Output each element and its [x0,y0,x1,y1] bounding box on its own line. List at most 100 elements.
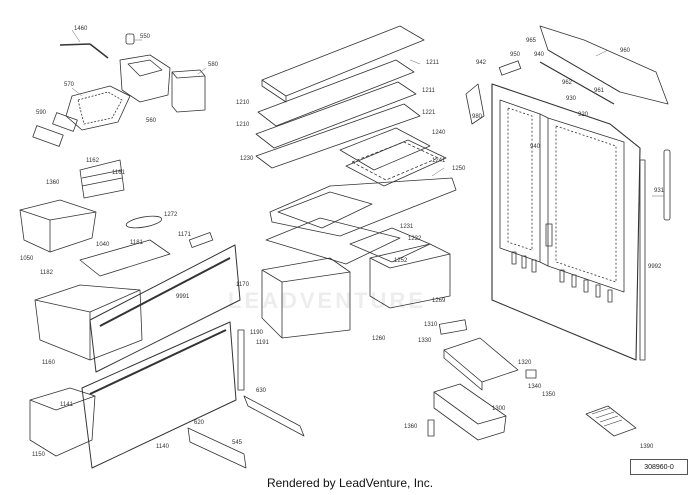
watermark-text: LEADVENTURE [228,288,427,313]
callout: 1232 [408,236,422,242]
leader [431,167,445,177]
callout: 630 [256,388,267,394]
rail-line-2 [81,177,123,187]
shelf-top-edge [261,80,287,103]
callout: 1272 [164,212,178,218]
callout: 980 [472,114,483,120]
door-bin-group [427,319,637,441]
crisper-drawer-left [261,257,351,339]
callout: 942 [476,60,487,66]
callout: 1210 [236,100,250,106]
callout: 1161 [112,170,126,176]
drawer-slide-bar [243,395,305,437]
vent-slot [511,251,517,265]
callout: 965 [526,38,537,44]
leader [197,67,207,75]
ice-maker-top [127,59,163,77]
freezer-drawers-group [19,159,305,469]
bin-clip [438,319,468,335]
ice-mold-tray [65,85,131,131]
callout: 1211 [422,88,436,94]
crisper-drawer-right [369,243,451,309]
callout: 1160 [42,360,56,366]
door-liner-right [555,125,617,283]
callout: 1231 [400,224,414,230]
glass-shelf-top [261,25,425,97]
crisper-right-rim [369,253,451,269]
callout: 1050 [20,256,34,262]
callout: 960 [620,48,631,54]
vent-slot [583,279,589,293]
leader [71,87,83,97]
bin-stopper [525,369,537,379]
drawer-slide-clip [188,232,214,248]
crisper-left-rim [261,269,351,283]
callout: 1191 [256,340,270,346]
crisper-glass-left [277,191,373,229]
vent-slot [571,274,577,288]
bin-pin [427,419,435,437]
render-credit: Rendered by LeadVenture, Inc. [266,476,434,490]
callout: 1162 [86,158,100,164]
door-gasket-strip [663,149,671,221]
callout: 1210 [236,122,250,128]
ice-scoop [125,215,163,229]
callout: 1141 [60,402,74,408]
crisper-cover-assembly [269,177,457,237]
callout: 580 [208,62,219,68]
callout: 950 [510,52,521,58]
callout: 545 [232,440,243,446]
ice-mold-cavities [77,91,123,125]
upper-basket-rim [79,239,171,277]
fresh-food-door-group [465,25,671,361]
upper-drawer-handle [99,257,231,327]
door-bin-upper [443,337,519,383]
upper-drawer-front [89,244,241,373]
lower-drawer-handle [89,329,227,395]
callout: 920 [578,112,589,118]
callout: 9991 [176,294,190,300]
crisper-humidity-control [349,227,431,263]
door-bin-upper-front [443,350,483,391]
ice-maker-group [32,33,206,147]
ice-bin-rim [19,209,97,221]
lower-drawer-front [81,321,237,469]
door-bin-lower [433,383,507,441]
callout: 1360 [404,424,418,430]
ice-bracket [52,112,78,132]
door-vent-slots [511,251,613,303]
callout: 1340 [528,384,542,390]
callout: 1360 [46,180,60,186]
callout: 570 [64,82,75,88]
door-handle-block [545,223,553,247]
callout: 961 [594,88,605,94]
vent-slot [559,269,565,283]
callout: 1350 [542,392,556,398]
callout: 9992 [648,264,662,270]
fill-cup-part [125,33,135,45]
hinge-bar-edge [547,49,621,93]
drawer-slide-bar-lower [187,427,247,469]
callout: 1211 [426,60,440,66]
callout: 940 [534,52,545,58]
ice-maker-control-box [171,69,206,113]
callout: 1320 [518,360,532,366]
crisper-cover-glass [339,127,431,171]
callout: 930 [566,96,577,102]
glass-shelf-3 [255,81,417,149]
door-stop-bracket [465,83,485,125]
leader [595,49,609,57]
door-edge-trim [639,159,646,361]
callout: 1390 [640,444,654,450]
lower-basket-rim [29,395,96,411]
callout: 931 [654,188,665,194]
callout: 550 [140,34,151,40]
door-outer-panel [491,83,641,361]
lower-freezer-basket [29,387,96,457]
hinge-block [498,60,522,76]
callout: 1221 [422,110,436,116]
ice-arm-rod-bend [89,43,109,59]
callout: 1310 [424,322,438,328]
